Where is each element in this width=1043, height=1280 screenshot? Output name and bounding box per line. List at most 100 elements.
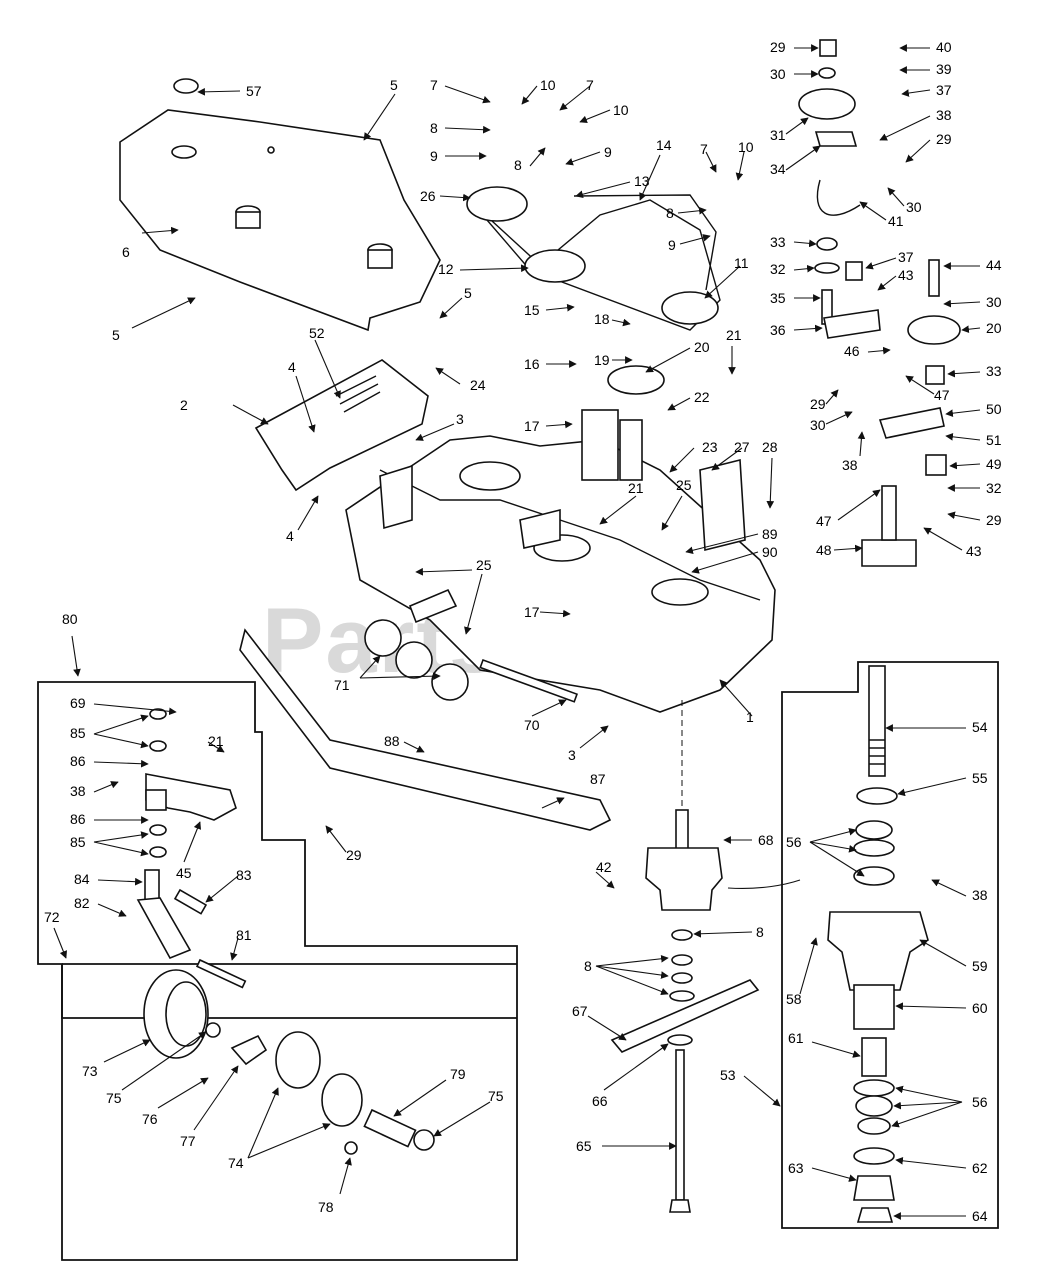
callout-19: 19: [594, 352, 610, 368]
callout-13: 13: [634, 173, 650, 189]
spacer-33: [816, 237, 838, 251]
bushing-49: [925, 454, 947, 476]
callout-53: 53: [720, 1067, 736, 1083]
callout-9b: 9: [604, 144, 612, 160]
callout-21-mid: 21: [628, 480, 644, 496]
callout-35: 35: [770, 290, 786, 306]
deck-cover: [119, 109, 441, 332]
callout-87: 87: [590, 771, 606, 787]
callout-73: 73: [82, 1063, 98, 1079]
callout-75-right: 75: [488, 1088, 504, 1104]
callout-28: 28: [762, 439, 778, 455]
bracket-77: [230, 1034, 268, 1066]
pulley-12: [524, 249, 586, 283]
callout-23: 23: [702, 439, 718, 455]
idler-arm-50: [878, 407, 945, 439]
cap-plug-57: [173, 78, 199, 94]
callout-68: 68: [758, 832, 774, 848]
pivot-bracket-48: [861, 539, 917, 567]
callout-79: 79: [450, 1066, 466, 1082]
bracket-34: [814, 131, 858, 147]
callout-47-bottom: 47: [816, 513, 832, 529]
callout-86-bottom: 86: [70, 811, 86, 827]
callout-47-top: 47: [934, 387, 950, 403]
callout-29-deck: 29: [346, 847, 362, 863]
callout-84: 84: [74, 871, 90, 887]
callout-75-left: 75: [106, 1090, 122, 1106]
callout-5-right: 5: [464, 285, 472, 301]
callout-70: 70: [524, 717, 540, 733]
callout-17-mid: 17: [524, 604, 540, 620]
callout-71: 71: [334, 677, 350, 693]
callout-81: 81: [236, 927, 252, 943]
callout-5-top: 5: [390, 77, 398, 93]
callout-56-bottom: 56: [972, 1094, 988, 1110]
callout-44: 44: [986, 257, 1002, 273]
callout-9c: 9: [668, 237, 676, 253]
callout-9a: 9: [430, 148, 438, 164]
pulley-11: [661, 291, 719, 325]
callout-8-spindle: 8: [584, 958, 592, 974]
callout-38-spindle: 38: [972, 887, 988, 903]
callout-56-top: 56: [786, 834, 802, 850]
callout-74: 74: [228, 1155, 244, 1171]
washer-85c: [149, 824, 167, 836]
callout-52: 52: [309, 325, 325, 341]
callout-33-right: 33: [986, 363, 1002, 379]
callout-20: 20: [694, 339, 710, 355]
spacer-33-right: [925, 365, 945, 385]
callout-10b: 10: [613, 102, 629, 118]
callout-7b: 7: [586, 77, 594, 93]
callout-29-mid: 29: [810, 396, 826, 412]
callout-18: 18: [594, 311, 610, 327]
callout-12: 12: [438, 261, 454, 277]
callout-62: 62: [972, 1160, 988, 1176]
bearing-75-left: [205, 1022, 221, 1038]
callout-1: 1: [746, 709, 754, 725]
callout-67: 67: [572, 1003, 588, 1019]
callout-27: 27: [734, 439, 750, 455]
callout-3-top: 3: [456, 411, 464, 427]
roller-71b: [395, 641, 433, 679]
callout-82: 82: [74, 895, 90, 911]
callout-34: 34: [770, 161, 786, 177]
callout-26: 26: [420, 188, 436, 204]
callout-85-bottom: 85: [70, 834, 86, 850]
callout-49: 49: [986, 456, 1002, 472]
callout-24: 24: [470, 377, 486, 393]
callout-60: 60: [972, 1000, 988, 1016]
bushing-37: [845, 261, 863, 281]
callout-57: 57: [246, 83, 262, 99]
callout-2: 2: [180, 397, 188, 413]
pulley-31: [798, 88, 856, 120]
callout-15: 15: [524, 302, 540, 318]
callout-38-top: 38: [936, 107, 952, 123]
washer-30: [818, 67, 836, 79]
callout-54: 54: [972, 719, 988, 735]
callout-21-top: 21: [726, 327, 742, 343]
spring-41: [816, 179, 861, 216]
callout-66: 66: [592, 1093, 608, 1109]
callout-45: 45: [176, 865, 192, 881]
callout-6: 6: [122, 244, 130, 260]
callout-leaders: [53, 44, 981, 1220]
callout-36: 36: [770, 322, 786, 338]
spindle-detail-box-53: [781, 661, 999, 1229]
callout-61: 61: [788, 1030, 804, 1046]
callout-8a: 8: [430, 120, 438, 136]
callout-86-top: 86: [70, 753, 86, 769]
callout-63: 63: [788, 1160, 804, 1176]
callout-7c: 7: [700, 141, 708, 157]
roller-bracket: [408, 588, 458, 624]
callout-37-mid: 37: [898, 249, 914, 265]
callout-37-top: 37: [936, 82, 952, 98]
callout-38-mid: 38: [842, 457, 858, 473]
callout-10c: 10: [738, 139, 754, 155]
callout-85-top: 85: [70, 725, 86, 741]
callout-16: 16: [524, 356, 540, 372]
nut-78: [344, 1141, 358, 1155]
callout-22: 22: [694, 389, 710, 405]
callout-8b: 8: [514, 157, 522, 173]
washer-85d: [149, 846, 167, 858]
